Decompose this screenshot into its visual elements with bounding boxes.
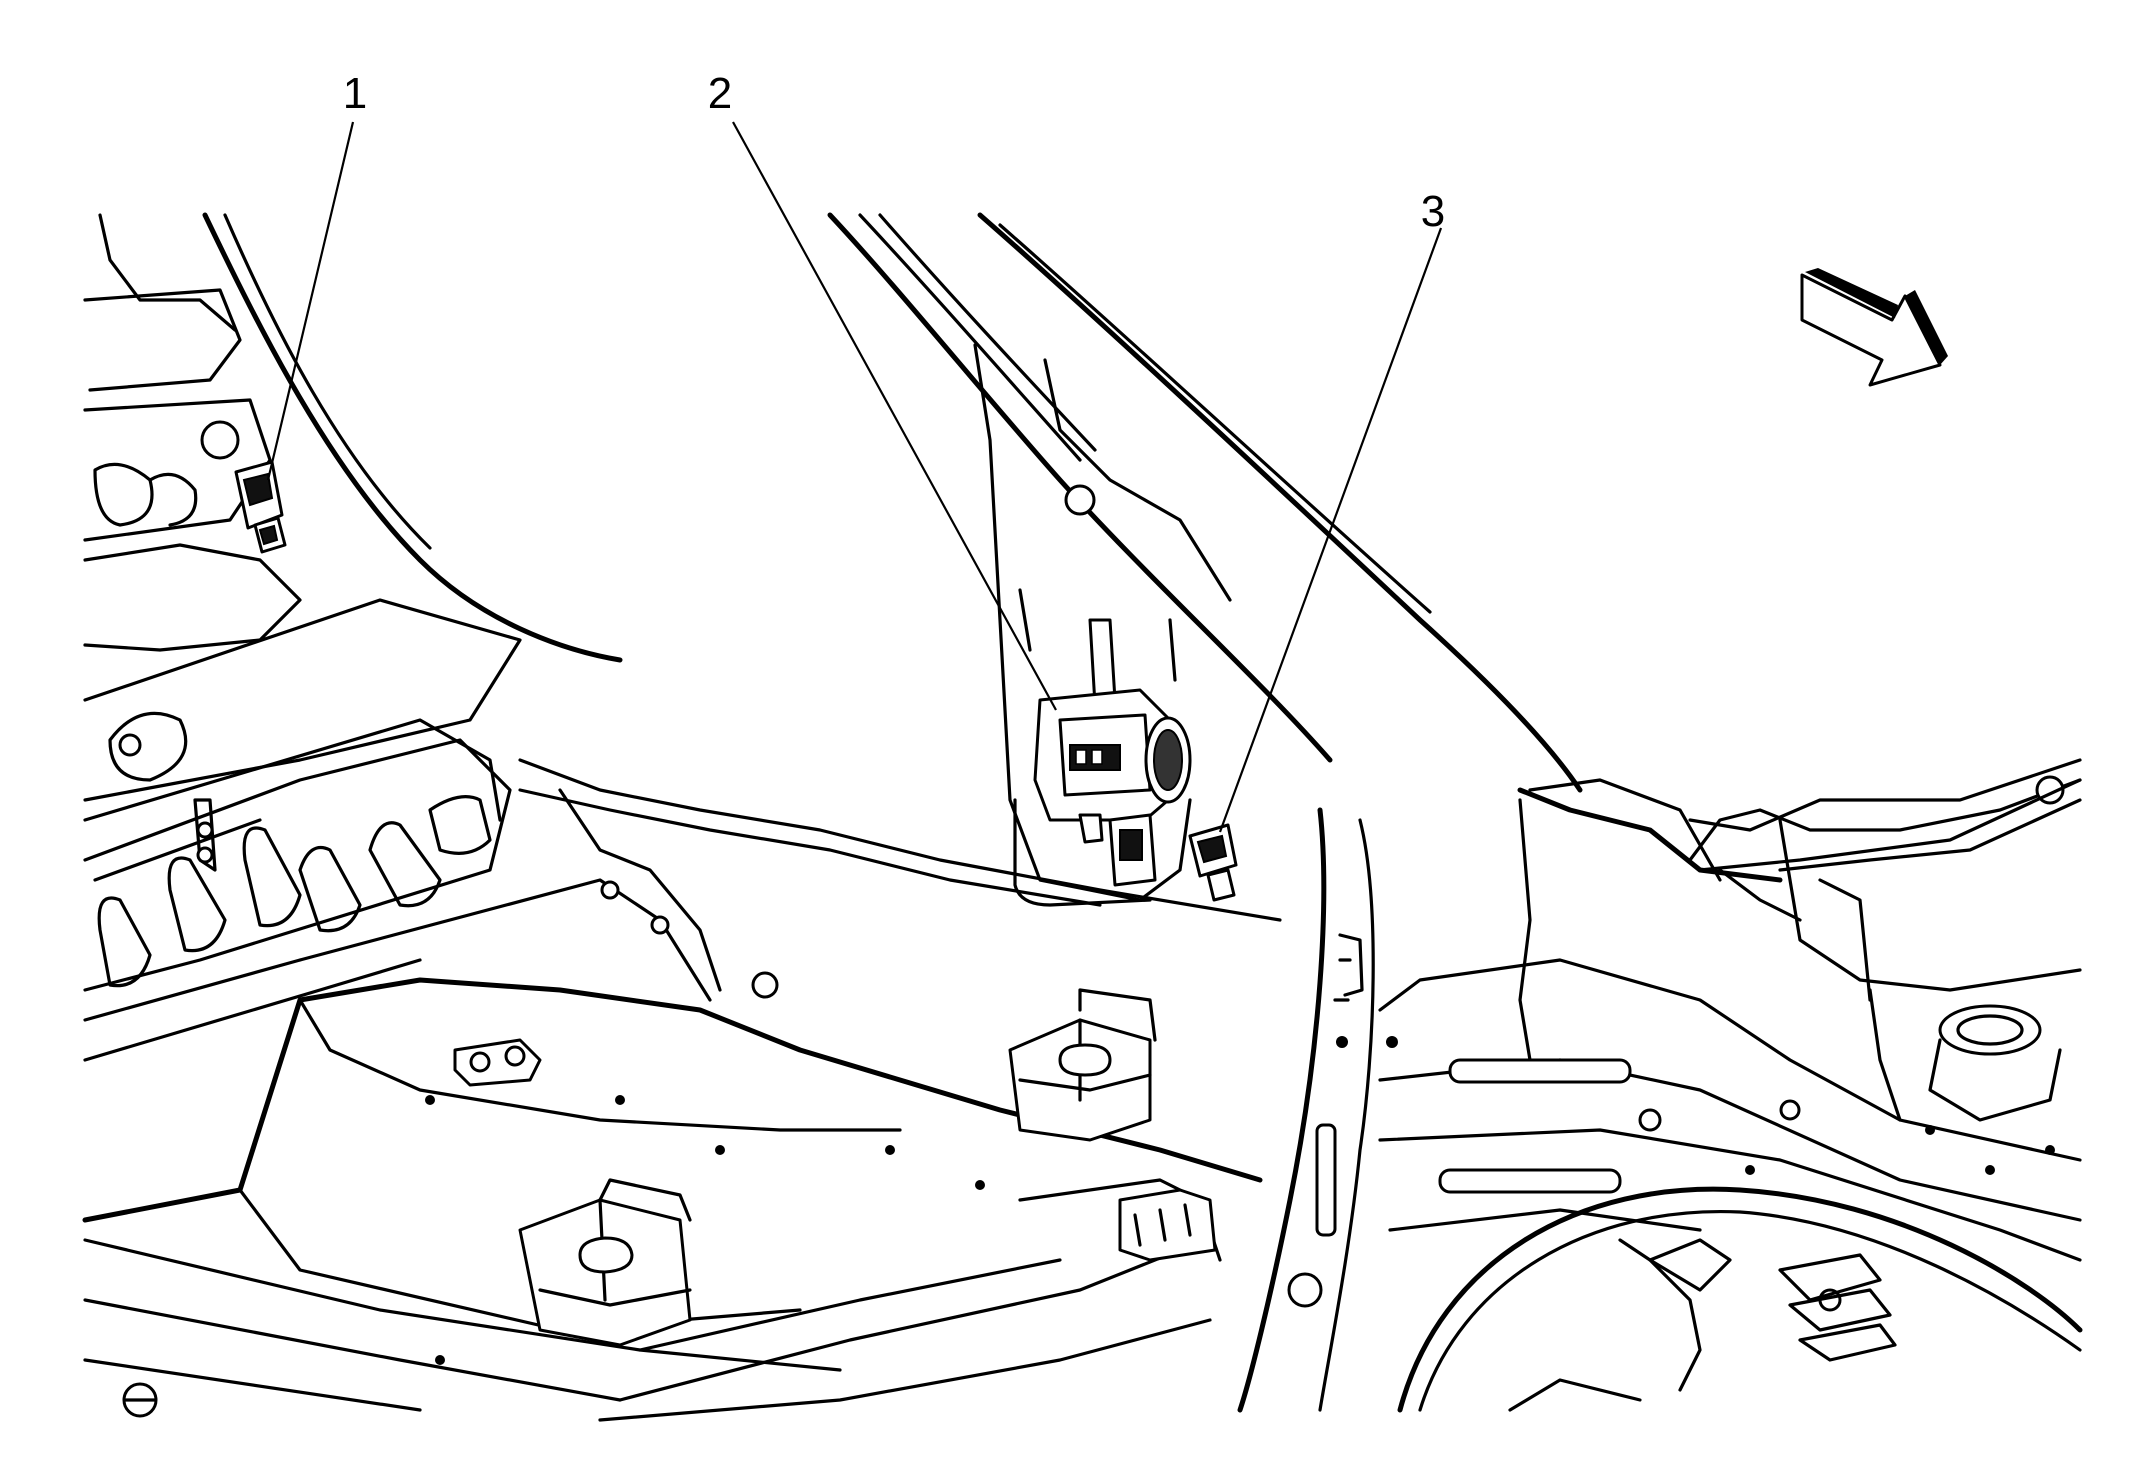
callout-3: 3 xyxy=(1420,187,1446,236)
direction-arrow-icon xyxy=(1800,268,1948,387)
right-rear-window-opening xyxy=(1528,758,2082,922)
callout-leader-lines xyxy=(266,121,1443,833)
callout-2: 2 xyxy=(707,69,733,118)
right-strut-tower xyxy=(1778,775,2082,1122)
c-pillar xyxy=(827,212,1583,902)
rear-body-crossmember-clips xyxy=(1118,1188,1217,1262)
floor-tie-down-bracket-front xyxy=(518,1178,692,1347)
rear-floor-rail xyxy=(83,758,1282,1062)
left-inner-quarter-panel xyxy=(83,738,512,992)
left-side-impact-sensor xyxy=(234,460,287,554)
seat-belt-retractor xyxy=(1013,618,1192,907)
left-rear-wheelhouse xyxy=(83,212,623,822)
lower-pillar xyxy=(1237,807,1398,1413)
floor-tie-down-bracket-center xyxy=(1008,988,1157,1142)
center-latch-bracket xyxy=(453,1038,542,1087)
right-side-impact-sensor xyxy=(1188,823,1238,902)
right-wheel-opening xyxy=(1397,1186,2083,1413)
callout-1: 1 xyxy=(342,69,368,118)
